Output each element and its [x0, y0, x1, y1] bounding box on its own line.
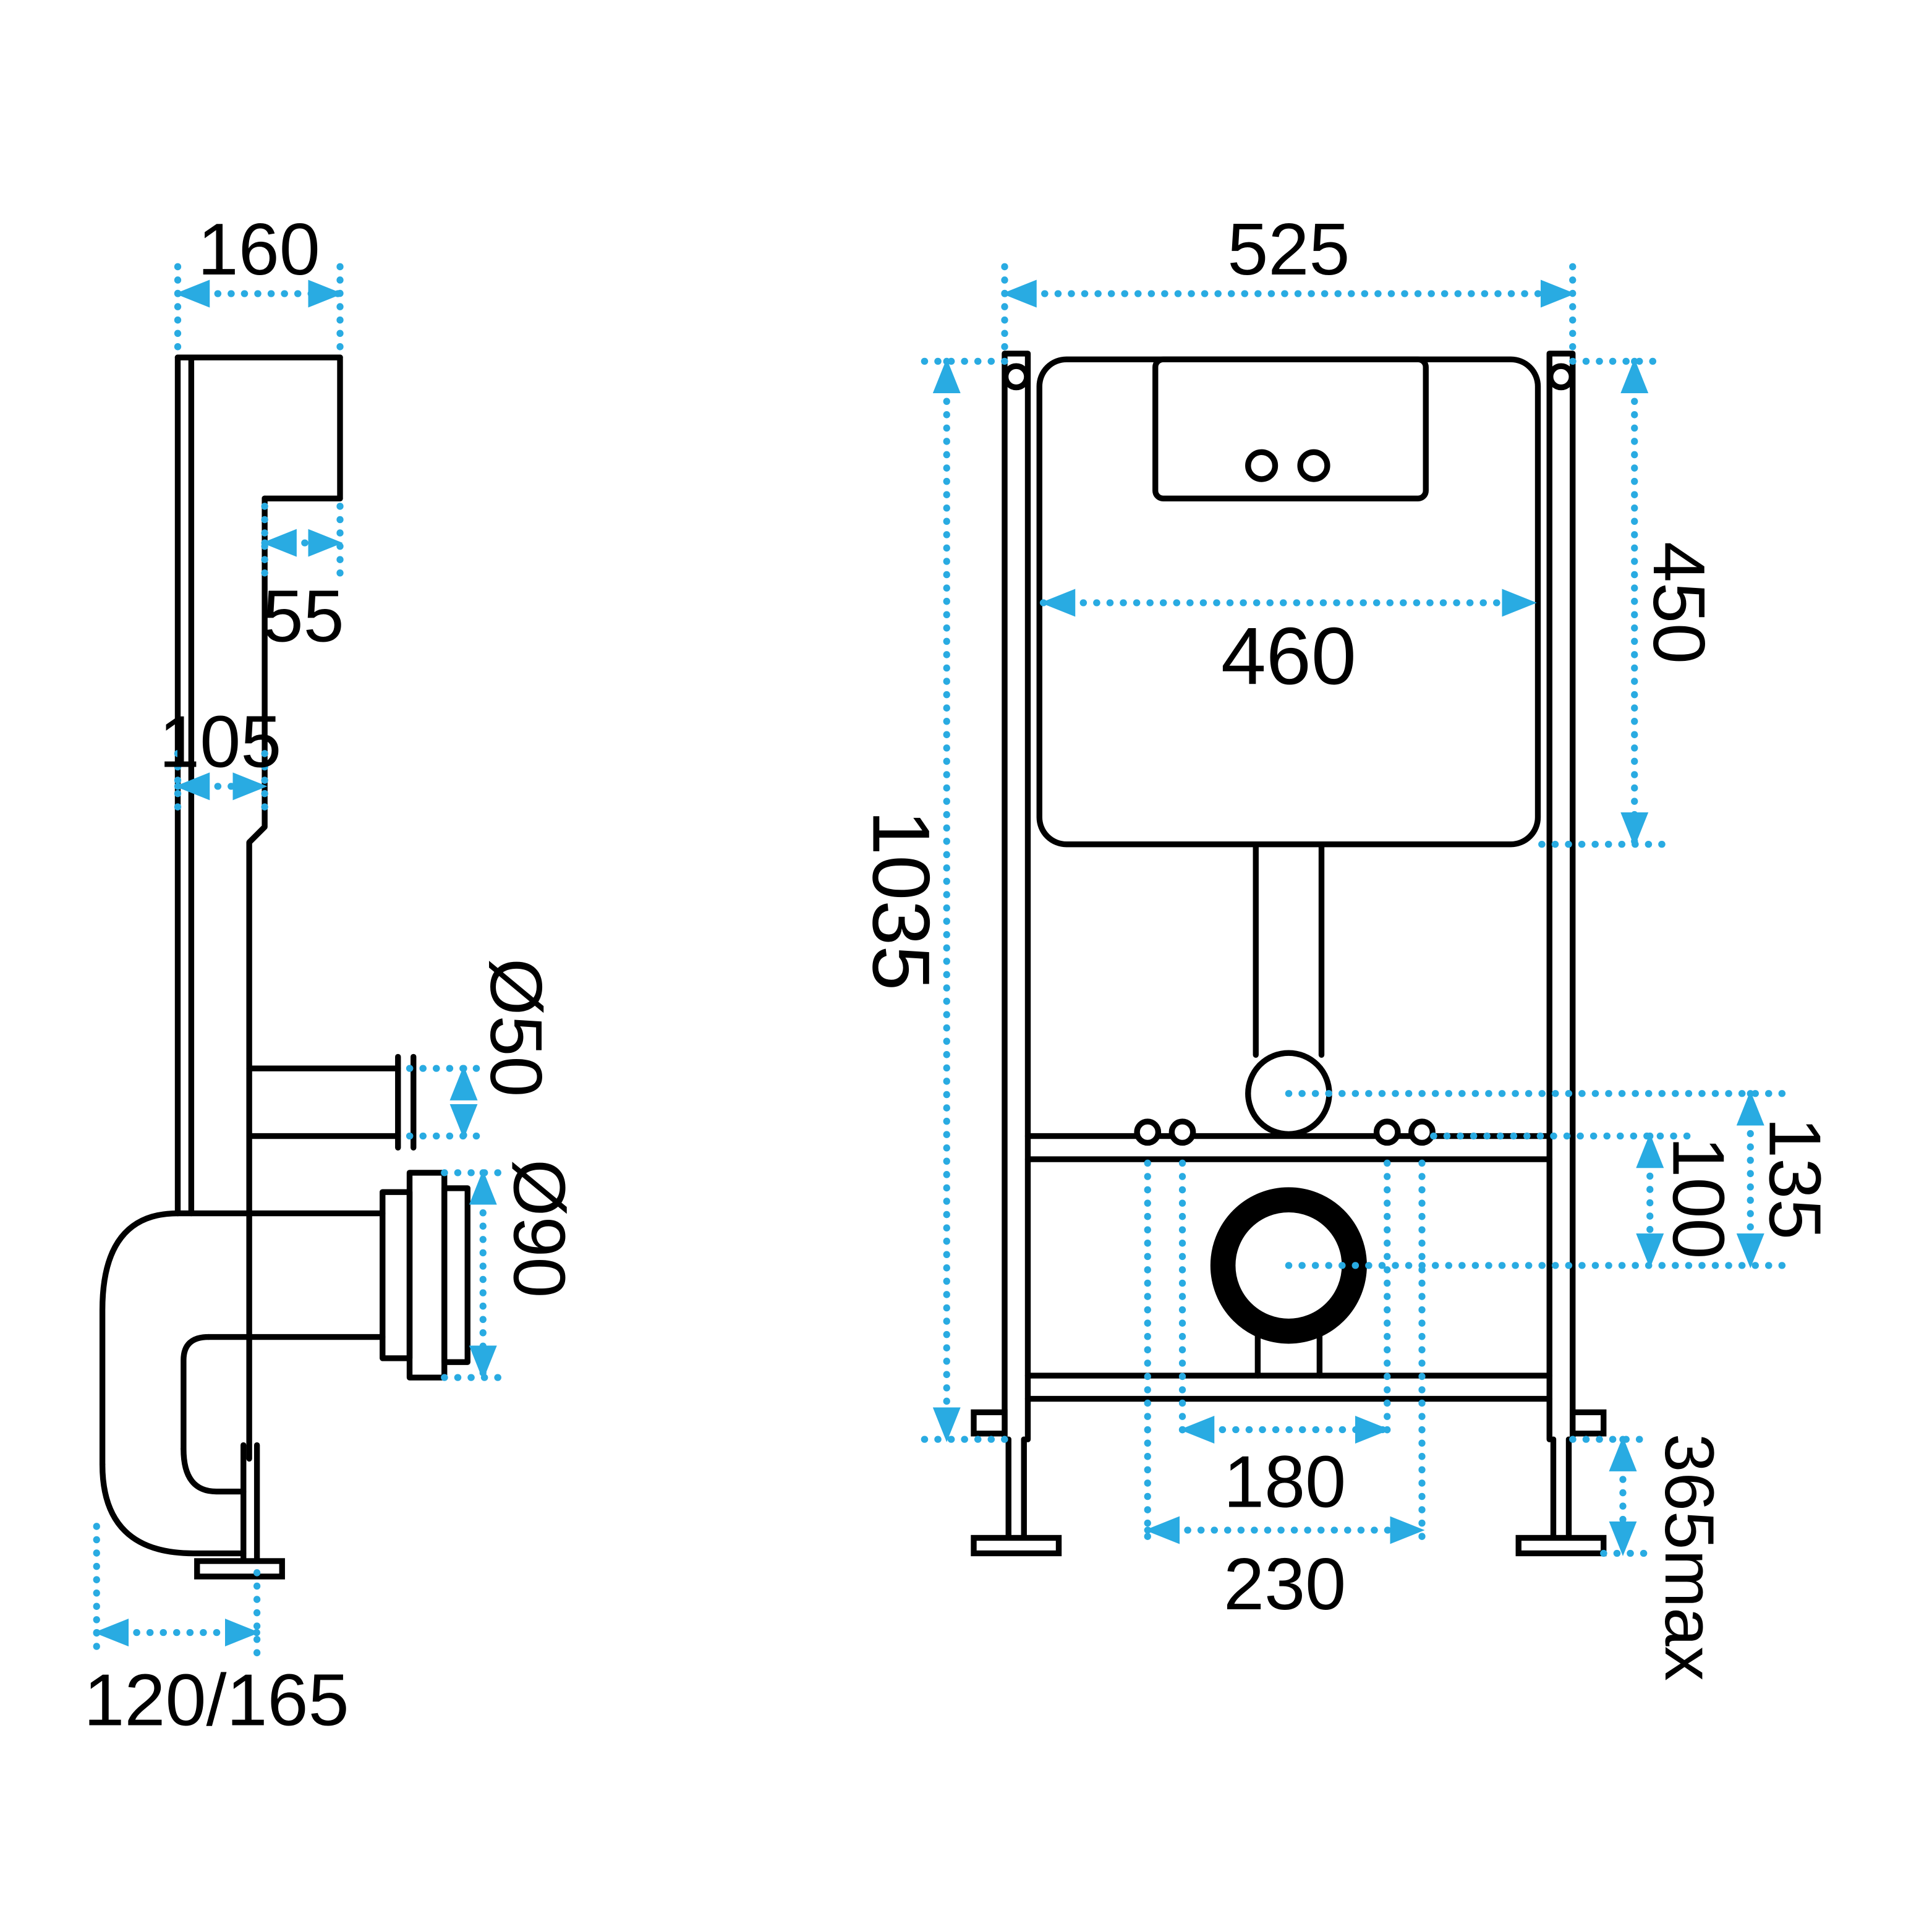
dim-outlet-pipe-diameter: Ø90 — [441, 1159, 580, 1381]
flush-button-left — [1245, 449, 1279, 482]
drain-elbow-bottom-outer — [99, 1462, 247, 1557]
dim-bar-to-outlet: 100 — [1430, 1132, 1739, 1269]
dim-label-outlet-pipe: Ø90 — [498, 1159, 580, 1298]
flush-access-panel — [1152, 356, 1429, 501]
drain-elbow-outer — [99, 1210, 181, 1468]
dim-label-tank-height: 450 — [1638, 542, 1720, 664]
rail-screw-hole-right — [1547, 363, 1575, 391]
dim-flush-pipe-extensions — [406, 1065, 483, 1140]
flush-button-right — [1297, 449, 1330, 482]
dim-label-frame-height: 1035 — [856, 810, 947, 990]
dim-fixing-outer-extensions — [1144, 1159, 1426, 1542]
dim-label-depth: 160 — [198, 208, 320, 291]
dim-foot-range: 365max — [1569, 1434, 1729, 1681]
dim-tank-width: 460 — [1039, 589, 1538, 701]
frame-rail-right — [1546, 351, 1576, 1442]
wall-bracket-right — [1570, 1409, 1607, 1437]
dim-label-flush-to-outlet: 135 — [1754, 1117, 1836, 1240]
dim-label-bar-to-outlet: 100 — [1657, 1136, 1739, 1259]
foot-leg-right — [1550, 1436, 1572, 1541]
rail-screw-hole-left — [1002, 363, 1030, 391]
wall-bracket-left — [971, 1409, 1008, 1437]
outlet-flange-ring-3 — [441, 1185, 470, 1365]
drain-elbow-inner — [181, 1334, 212, 1452]
dim-cistern-front: 55 — [261, 503, 344, 657]
dim-label-cistern-front: 55 — [263, 575, 344, 657]
dim-label-outlet-offset: 120/165 — [83, 1659, 349, 1742]
dim-label-fixing-outer: 230 — [1223, 1543, 1346, 1625]
dim-frame-depth-extensions — [174, 750, 268, 823]
dim-fixing-inner: 180 — [1178, 1159, 1391, 1523]
dim-frame-depth: 105 — [159, 701, 281, 823]
dim-frame-height: 1035 — [856, 357, 1008, 1443]
flush-down-pipe — [1253, 841, 1325, 1058]
dim-width: 525 — [1001, 208, 1577, 352]
dim-label-foot-range: 365max — [1651, 1434, 1729, 1681]
foot-plate-side — [194, 1558, 285, 1580]
dim-fixing-outer: 230 — [1144, 1159, 1426, 1625]
dim-label-frame-depth: 105 — [159, 701, 281, 783]
drain-elbow-bottom-inner — [181, 1446, 247, 1495]
dim-depth: 160 — [174, 208, 344, 355]
dim-tank-height: 450 — [1538, 357, 1720, 848]
dim-label-fixing-inner: 180 — [1223, 1441, 1346, 1523]
dim-flush-to-outlet-extensions — [1285, 1090, 1797, 1269]
foot-plate-left — [971, 1534, 1062, 1557]
fixing-hole-inner-right — [1373, 1118, 1401, 1146]
dim-cistern-front-extensions — [261, 503, 344, 579]
fixing-hole-outer-right — [1408, 1118, 1436, 1146]
drain-outlet-connector — [1254, 1328, 1323, 1379]
dim-label-tank-width: 460 — [1221, 610, 1356, 701]
side-view: 160 55 105 Ø50 Ø90 120/16 — [83, 208, 580, 1742]
dim-label-flush-pipe: Ø50 — [475, 958, 557, 1097]
fixing-hole-outer-left — [1134, 1118, 1162, 1146]
dim-frame-height-extensions — [916, 357, 1008, 1443]
front-view: 525 460 450 1035 135 100 — [856, 208, 1836, 1681]
fixing-hole-inner-left — [1168, 1118, 1196, 1146]
foot-plate-right — [1515, 1534, 1607, 1557]
flush-pipe-coupling — [395, 1053, 417, 1151]
frame-front-edge — [246, 495, 268, 1462]
foot-leg-left — [1005, 1436, 1027, 1541]
dim-flush-pipe-diameter: Ø50 — [406, 958, 557, 1140]
dim-outlet-offset: 120/165 — [83, 1523, 349, 1742]
dim-label-width: 525 — [1227, 208, 1350, 291]
dim-tank-height-extensions — [1538, 357, 1669, 848]
dim-fixing-inner-extensions — [1178, 1159, 1391, 1441]
lower-crossbar — [1024, 1372, 1552, 1402]
frame-rail-left — [1002, 351, 1031, 1442]
foot-leg-side — [240, 1442, 260, 1564]
dim-flush-to-outlet: 135 — [1285, 1090, 1836, 1269]
